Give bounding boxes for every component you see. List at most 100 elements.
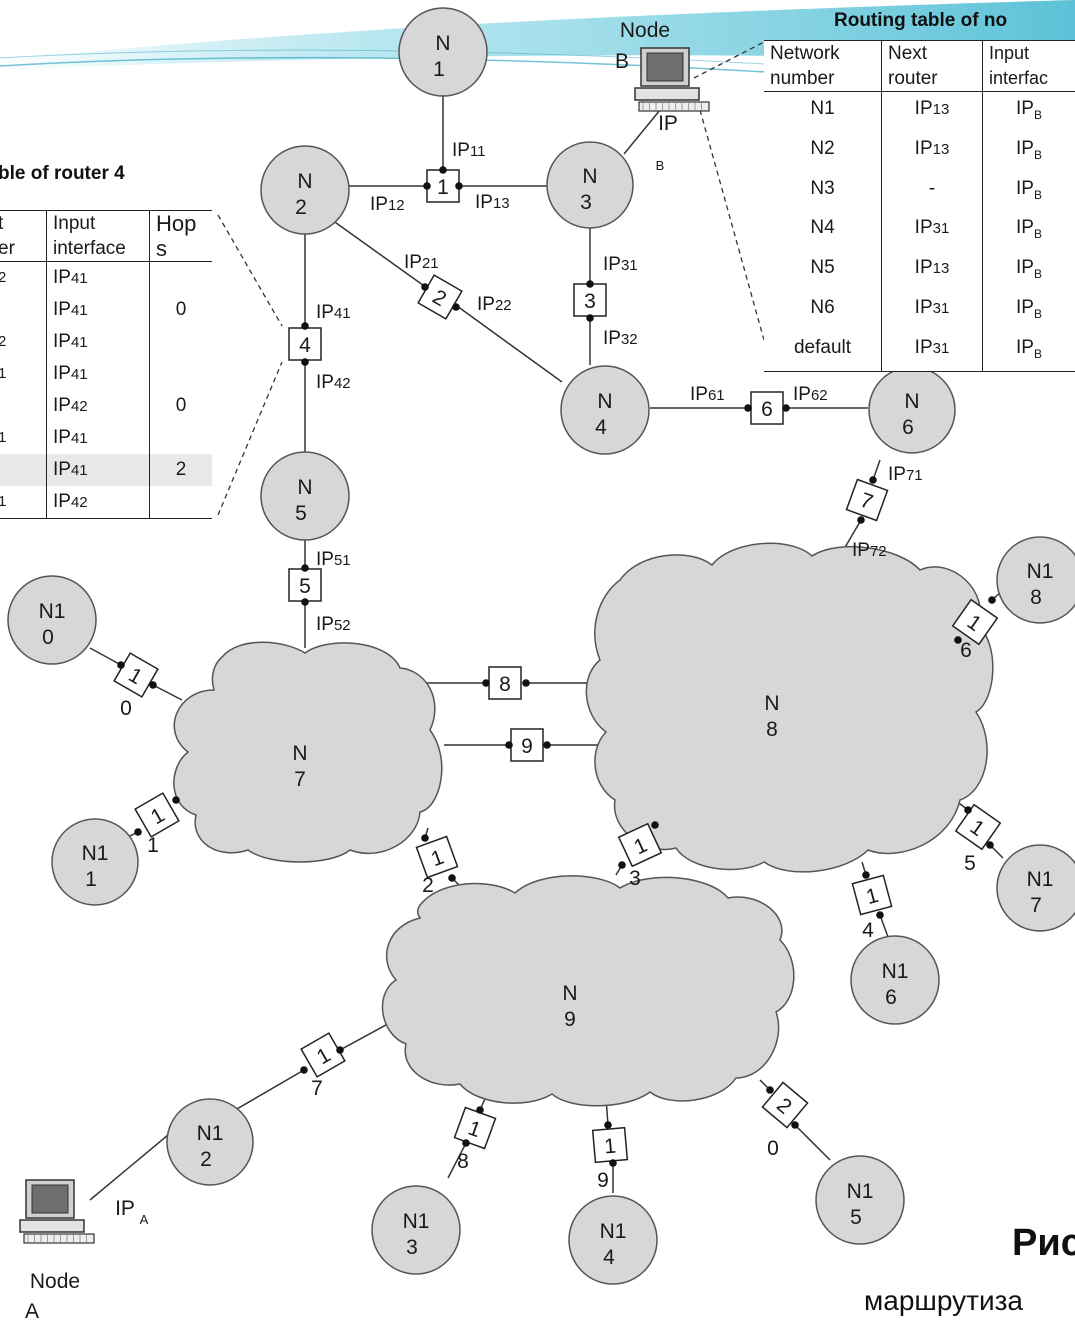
router-box bbox=[134, 792, 180, 838]
cell-next-router: IP13 bbox=[881, 251, 983, 291]
node-label: N1 bbox=[39, 600, 66, 623]
cell-next-router: 1 bbox=[0, 365, 7, 382]
ip-sub: B bbox=[1033, 227, 1042, 242]
ip-num: 42 bbox=[70, 494, 88, 511]
network-node-n12: N12 bbox=[166, 1098, 254, 1186]
ip-num: 42 bbox=[70, 398, 88, 415]
ip-num: 31 bbox=[932, 220, 950, 238]
router-body: 1 bbox=[300, 1032, 346, 1078]
router-label: 1 bbox=[437, 176, 449, 199]
router-16: 16 bbox=[951, 596, 999, 662]
table-row: N3-IPB bbox=[764, 171, 1075, 212]
host-name: B bbox=[615, 50, 629, 73]
router-label-suffix: 7 bbox=[311, 1077, 323, 1100]
host-ip: IP bbox=[658, 112, 678, 135]
node-label: N1 bbox=[882, 960, 909, 983]
cell-hops bbox=[149, 422, 212, 454]
router-label-suffix: 0 bbox=[767, 1137, 779, 1160]
interface-dot bbox=[421, 834, 429, 842]
header-line: Network bbox=[770, 43, 840, 64]
interface-dot bbox=[586, 314, 594, 322]
router-body: 1 bbox=[951, 598, 999, 646]
cloud-label-n7: N7 bbox=[292, 742, 307, 791]
node-circle bbox=[260, 145, 350, 235]
interface-dot bbox=[862, 871, 870, 879]
interface-dot bbox=[505, 741, 513, 749]
router-body: 1 bbox=[617, 822, 663, 868]
ip-text: IP bbox=[53, 491, 71, 512]
cell-interface: IPB bbox=[982, 330, 1075, 372]
node-circle bbox=[560, 365, 650, 455]
computer-icon bbox=[19, 1179, 95, 1244]
cloud-label: 9 bbox=[564, 1008, 576, 1031]
interface-dot bbox=[336, 1046, 344, 1054]
network-node-n15: N15 bbox=[815, 1155, 905, 1245]
ip-sub: B bbox=[1033, 346, 1042, 361]
router-9: 9 bbox=[505, 728, 551, 762]
router-body: 1 bbox=[954, 803, 1002, 851]
interface-dot bbox=[782, 404, 790, 412]
network-node-n18: N18 bbox=[996, 536, 1075, 624]
node-circle bbox=[568, 1195, 658, 1285]
cell-hops: 2 bbox=[149, 454, 212, 486]
router-body: 2 bbox=[417, 274, 463, 320]
interface-dot bbox=[543, 741, 551, 749]
ip-sub: B bbox=[1033, 107, 1042, 122]
router-box bbox=[954, 803, 1002, 851]
computer-icon bbox=[634, 47, 710, 112]
cell-next-router: - bbox=[881, 171, 983, 212]
cloud-label-n9: N9 bbox=[562, 982, 577, 1031]
cell-interface: IPB bbox=[982, 290, 1075, 331]
router-box bbox=[851, 874, 893, 916]
cell-next-router: 2 bbox=[0, 269, 7, 286]
cell-next-router bbox=[0, 390, 47, 422]
ip-text: IP bbox=[1016, 257, 1034, 279]
router-body: 1 bbox=[113, 652, 159, 698]
cell-interface: IPB bbox=[982, 251, 1075, 291]
router-box bbox=[300, 1032, 346, 1078]
interface-label-ip11: IP11 bbox=[452, 140, 486, 161]
node-label: 0 bbox=[42, 626, 54, 649]
node-circle bbox=[398, 7, 488, 97]
cloud-n7 bbox=[173, 641, 443, 863]
ip-num: 31 bbox=[932, 299, 950, 317]
node-label: 5 bbox=[295, 502, 307, 525]
router-19: 19 bbox=[591, 1121, 629, 1192]
node-circle bbox=[371, 1185, 461, 1275]
node-label: N1 bbox=[1027, 560, 1054, 583]
header-line: Input bbox=[989, 43, 1030, 63]
ip-num: 41 bbox=[70, 430, 88, 447]
router-20: 20 bbox=[761, 1081, 809, 1160]
interface-dot bbox=[423, 182, 431, 190]
node-circle bbox=[166, 1098, 254, 1186]
node-label: 3 bbox=[580, 191, 592, 214]
router-5: 5 bbox=[288, 564, 322, 606]
ip-num: 41 bbox=[70, 462, 88, 479]
router-body: 2 bbox=[761, 1081, 809, 1129]
interface-dot bbox=[766, 1086, 774, 1094]
node-label: N bbox=[582, 165, 597, 188]
interface-label-ip72: IP72 bbox=[852, 540, 887, 561]
node-label: N1 bbox=[1027, 868, 1054, 891]
interface-label-ip52: IP52 bbox=[316, 614, 351, 635]
router-label: 8 bbox=[499, 673, 511, 696]
router-box bbox=[761, 1081, 809, 1129]
interface-label-ip62: IP62 bbox=[793, 384, 828, 405]
cell-interface: IP41 bbox=[46, 422, 150, 454]
ip-text: IP bbox=[53, 395, 71, 416]
node-circle bbox=[51, 818, 139, 906]
interface-dot bbox=[651, 821, 659, 829]
cloud-label: N bbox=[292, 742, 307, 765]
ip-text: IP bbox=[1016, 137, 1034, 159]
node-label: N1 bbox=[82, 842, 109, 865]
interface-dot bbox=[172, 796, 180, 804]
